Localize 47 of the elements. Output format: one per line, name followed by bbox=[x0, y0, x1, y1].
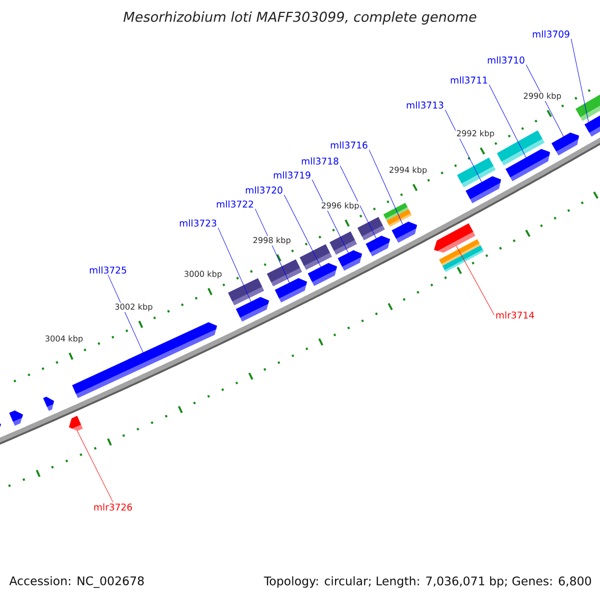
gene-block bbox=[584, 115, 600, 137]
leader-line bbox=[77, 430, 114, 502]
leader-line bbox=[340, 166, 377, 239]
gene-label: mlr3726 bbox=[94, 503, 132, 511]
leader-line bbox=[456, 246, 494, 316]
leader-line bbox=[218, 228, 252, 302]
leader-line bbox=[444, 110, 482, 182]
footer-text: Accession: NC_002678 bbox=[9, 576, 144, 588]
gene-block bbox=[338, 250, 362, 271]
gene-block bbox=[392, 222, 417, 243]
gene-block bbox=[466, 176, 501, 204]
gene-block bbox=[236, 297, 269, 322]
gene-label: mll3722 bbox=[216, 200, 254, 208]
gene-label: mll3720 bbox=[246, 186, 282, 194]
gene-block bbox=[69, 416, 83, 432]
gene-block bbox=[506, 149, 550, 182]
gene-label: mll3709 bbox=[532, 30, 570, 38]
tick-label: 2998 kbp bbox=[252, 236, 292, 246]
leader-line bbox=[526, 64, 564, 137]
leader-line bbox=[368, 150, 403, 225]
tick-label: 3002 kbp bbox=[114, 302, 154, 312]
gene-label: mll3713 bbox=[406, 101, 444, 109]
gene-label: mll3716 bbox=[330, 141, 368, 149]
tick-label: 2990 kbp bbox=[522, 92, 562, 102]
gene-block bbox=[434, 223, 476, 253]
gene-block bbox=[274, 278, 307, 302]
gene-label: mll3719 bbox=[274, 171, 310, 179]
gene-label: mlr3714 bbox=[496, 311, 534, 319]
gene-block bbox=[366, 236, 390, 256]
tick-label: 3004 kbp bbox=[44, 334, 84, 344]
tick-label: 3000 kbp bbox=[183, 270, 223, 280]
gene-label: mll3718 bbox=[302, 157, 338, 165]
title: Mesorhizobium loti MAFF303099, complete genome bbox=[124, 11, 476, 25]
leader-line bbox=[108, 274, 144, 354]
gene-block bbox=[552, 132, 579, 156]
gene-block bbox=[308, 263, 337, 286]
gene-label: mll3723 bbox=[180, 219, 216, 227]
footer-text: Topology: circular; Length: 7,036,071 bp; Genes: 6,800 bbox=[264, 576, 592, 588]
leader-line bbox=[312, 180, 349, 254]
tick-label: 2996 kbp bbox=[320, 202, 360, 211]
gene-label: mll3710 bbox=[488, 56, 524, 64]
gene-label: mll3711 bbox=[450, 76, 488, 84]
tick-label: 2994 kbp bbox=[388, 166, 428, 176]
gene-label: mll3725 bbox=[90, 266, 126, 274]
tick-label: 2992 kbp bbox=[456, 129, 496, 139]
leader-line bbox=[284, 194, 322, 268]
leader-line bbox=[488, 84, 526, 158]
